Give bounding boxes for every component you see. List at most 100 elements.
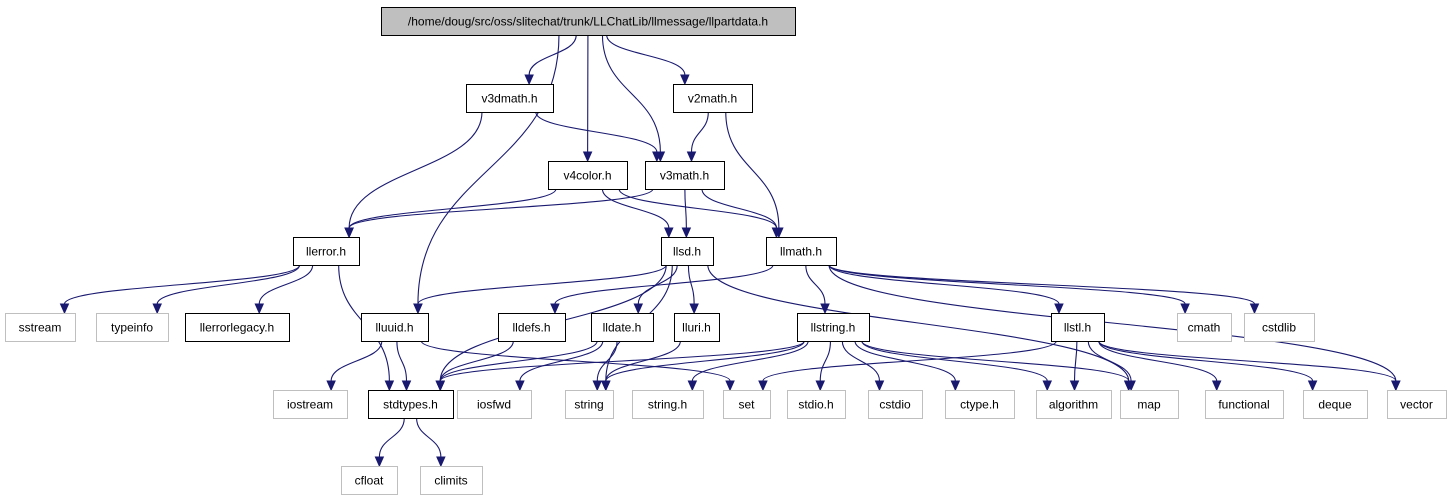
node-box: [787, 390, 846, 419]
node-box: [674, 313, 720, 342]
edge-arrowhead: [435, 380, 446, 392]
node-v4color[interactable]: v4color.h: [548, 161, 628, 190]
edge-arrowhead: [515, 380, 525, 392]
node-box: [368, 390, 454, 419]
node-llerror[interactable]: llerror.h: [293, 237, 360, 266]
node-box: [457, 390, 532, 419]
node-lldefs[interactable]: lldefs.h: [498, 313, 566, 342]
node-box: [273, 390, 348, 419]
edge-arrowhead: [1069, 380, 1080, 392]
edge-line: [439, 340, 514, 382]
node-label: deque: [1318, 398, 1352, 412]
edge-arrowhead: [681, 227, 692, 239]
node-llsd[interactable]: llsd.h: [661, 237, 714, 266]
edge-line: [1098, 340, 1314, 382]
node-label: cfloat: [355, 474, 384, 488]
edge-line: [535, 111, 658, 153]
edge-lluuid-to-stdtypes: [396, 340, 412, 392]
edge-llstl-to-set: [758, 340, 1057, 392]
edge-arrowhead: [344, 227, 354, 239]
edge-line: [601, 188, 670, 229]
node-stdtypes[interactable]: stdtypes.h: [368, 390, 454, 419]
node-box: [293, 237, 360, 266]
node-box: [673, 84, 753, 113]
node-label: vector: [1400, 398, 1433, 412]
edge-line: [417, 264, 667, 305]
edge-arrowhead: [326, 380, 336, 392]
node-label: climits: [434, 474, 467, 488]
node-label: map: [1137, 398, 1161, 412]
node-label: functional: [1218, 398, 1269, 412]
node-functional: functional: [1205, 390, 1284, 419]
node-label: stdtypes.h: [383, 398, 438, 412]
edge-llerror-to-typeinfo: [152, 264, 301, 315]
edge-llmath-to-cmath: [828, 264, 1190, 315]
node-box: [1303, 390, 1368, 419]
edge-llerror-to-sstream: [59, 264, 301, 315]
edge-arrowhead: [1126, 380, 1136, 392]
edge-line: [828, 264, 1060, 305]
node-llstring[interactable]: llstring.h: [797, 313, 870, 342]
node-label: v4color.h: [563, 169, 611, 183]
edge-layer: [59, 34, 1401, 468]
edge-line: [1098, 340, 1397, 382]
edge-arrowhead: [758, 380, 768, 392]
edge-line: [519, 340, 604, 382]
edge-line: [637, 264, 678, 305]
node-box: [945, 390, 1015, 419]
node-label: stdio.h: [798, 398, 833, 412]
node-iostream: iostream: [273, 390, 348, 419]
edge-llstring-to-stdtypes: [435, 340, 805, 392]
node-label: string.h: [648, 398, 687, 412]
edge-llstl-to-deque: [1098, 340, 1318, 392]
edge-arrowhead: [374, 456, 385, 468]
edge-root-to-lluuid: [413, 34, 560, 315]
edge-arrowhead: [436, 456, 446, 468]
node-deque: deque: [1303, 390, 1368, 419]
node-algorithm: algorithm: [1036, 390, 1112, 419]
node-label: sstream: [19, 321, 62, 335]
node-root[interactable]: /home/doug/src/oss/slitechat/trunk/LLCha…: [381, 7, 796, 36]
node-box: [341, 466, 398, 495]
edge-arrowhead: [686, 151, 697, 163]
node-box: [1120, 390, 1179, 419]
node-llerrorlegacy[interactable]: llerrorlegacy.h: [185, 313, 290, 342]
edge-llstring-to-algorithm: [861, 340, 1053, 392]
node-label: v3dmath.h: [481, 92, 537, 106]
node-label: cstdlib: [1262, 321, 1296, 335]
edge-arrowhead: [950, 380, 961, 392]
node-v2math[interactable]: v2math.h: [673, 84, 753, 113]
node-box: [5, 313, 76, 342]
node-lluuid[interactable]: lluuid.h: [361, 313, 429, 342]
edge-arrowhead: [815, 380, 826, 392]
node-v3dmath[interactable]: v3dmath.h: [466, 84, 554, 113]
edge-line: [618, 188, 778, 229]
edge-line: [554, 264, 774, 305]
edge-v3math-to-llsd: [681, 188, 692, 239]
edge-line: [348, 111, 483, 229]
edge-arrowhead: [874, 380, 885, 392]
node-label: llsd.h: [673, 245, 701, 259]
edge-llsd-to-lldate: [633, 264, 678, 315]
edge-arrowhead: [59, 303, 70, 315]
edge-arrowhead: [413, 303, 423, 315]
node-llmath[interactable]: llmath.h: [766, 237, 837, 266]
node-lluri[interactable]: lluri.h: [674, 313, 720, 342]
node-v3math[interactable]: v3math.h: [645, 161, 725, 190]
edge-v3dmath-to-v3math: [535, 111, 662, 163]
node-label: llerror.h: [306, 245, 346, 259]
node-box: [868, 390, 923, 419]
node-label: llstring.h: [811, 321, 856, 335]
edge-arrowhead: [664, 227, 674, 239]
edge-line: [258, 264, 314, 305]
edge-arrowhead: [1042, 380, 1053, 392]
node-lldate[interactable]: lldate.h: [591, 313, 654, 342]
node-cstdlib: cstdlib: [1244, 313, 1315, 342]
node-label: lldefs.h: [512, 321, 550, 335]
node-box: [361, 313, 429, 342]
edge-arrowhead: [152, 303, 162, 315]
node-llstl[interactable]: llstl.h: [1051, 313, 1105, 342]
edge-arrowhead: [771, 227, 782, 239]
node-box: [185, 313, 290, 342]
